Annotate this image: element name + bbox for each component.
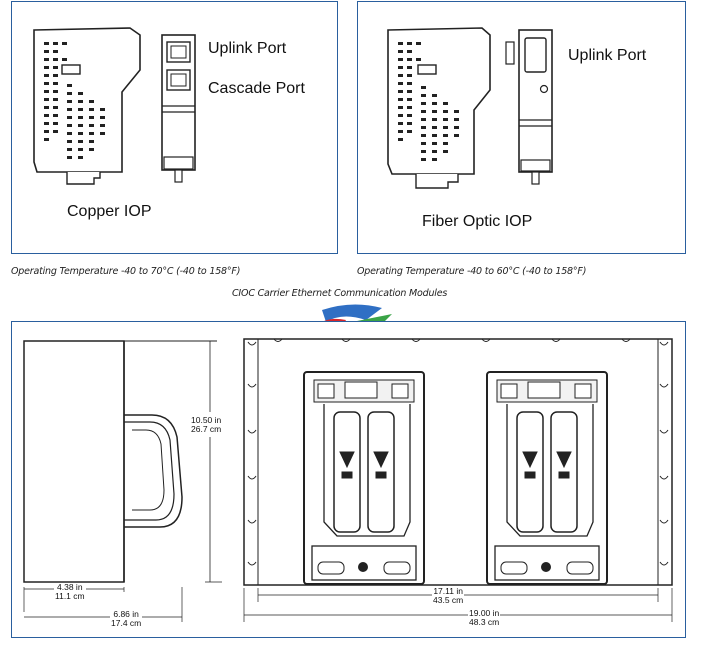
cioc-carrier-2 xyxy=(486,371,608,585)
outer-width-cm: 48.3 cm xyxy=(469,617,500,627)
outer-width-in: 19.00 in xyxy=(469,608,500,618)
carrier-dimensions-panel: 10.50 in 26.7 cm 4.38 in 11.1 cm 6.86 in… xyxy=(11,321,686,638)
cioc-carrier-1 xyxy=(303,371,425,585)
fiber-uplink-port-label: Uplink Port xyxy=(568,47,647,64)
copper-iop-drawing xyxy=(33,27,196,185)
copper-iop-title: Copper IOP xyxy=(67,203,152,220)
depth1-dimension-label: 4.38 in 11.1 cm xyxy=(54,583,86,601)
copper-iop-panel: Uplink Port Cascade Port Copper IOP xyxy=(11,1,338,254)
depth1-cm: 11.1 cm xyxy=(55,591,85,601)
depth1-in: 4.38 in xyxy=(57,582,83,592)
copper-temperature-caption: Operating Temperature -40 to 70°C (-40 t… xyxy=(11,266,241,277)
copper-module-body xyxy=(33,27,141,173)
fiber-iop-title: Fiber Optic IOP xyxy=(422,213,533,230)
depth2-cm: 17.4 cm xyxy=(111,618,142,628)
fiber-temperature-caption: Operating Temperature -40 to 60°C (-40 t… xyxy=(357,266,587,277)
height-in: 10.50 in xyxy=(191,415,222,425)
fiber-iop-panel: Uplink Port Fiber Optic IOP xyxy=(357,1,686,254)
height-cm: 26.7 cm xyxy=(191,424,222,434)
section-caption: CIOC Carrier Ethernet Communication Modu… xyxy=(232,288,448,299)
inner-width-dimension-label: 17.11 in 43.5 cm xyxy=(432,586,465,605)
fiber-module-body xyxy=(387,27,491,175)
depth2-dimension-label: 6.86 in 17.4 cm xyxy=(110,609,143,628)
fiber-iop-drawing xyxy=(387,27,553,189)
carrier-side-view xyxy=(23,340,125,583)
depth2-in: 6.86 in xyxy=(113,609,139,619)
carrier-drawing xyxy=(23,338,673,622)
height-dimension-label: 10.50 in 26.7 cm xyxy=(190,415,223,434)
copper-cascade-port-label: Cascade Port xyxy=(208,80,305,97)
inner-width-in: 17.11 in xyxy=(433,586,463,596)
outer-width-dimension-label: 19.00 in 48.3 cm xyxy=(468,608,501,627)
carrier-handle xyxy=(124,414,183,528)
copper-uplink-port-label: Uplink Port xyxy=(208,40,287,57)
inner-width-cm: 43.5 cm xyxy=(433,595,464,605)
